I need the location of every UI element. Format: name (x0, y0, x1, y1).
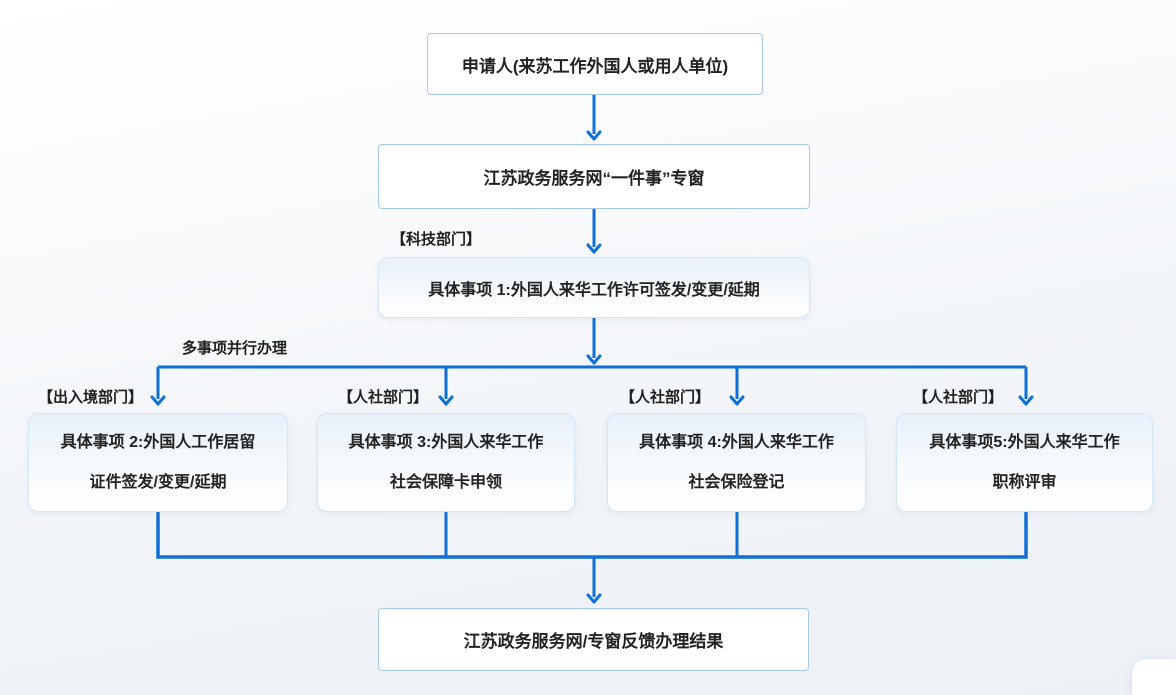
dept-label-immigration: 【出入境部门】 (38, 389, 144, 406)
node-item1: 具体事项 1:外国人来华工作许可签发/变更/延期 (378, 257, 810, 318)
node-portal-label: 江苏政务服务网“一件事”专窗 (483, 169, 705, 188)
node-result-label: 江苏政务服务网/专窗反馈办理结果 (463, 632, 724, 651)
dept-label-tech: 【科技部门】 (391, 231, 482, 248)
node-item5-line1: 具体事项5:外国人来华工作 (929, 433, 1120, 451)
node-item3-line1: 具体事项 3:外国人来华工作 (348, 433, 544, 451)
node-portal: 江苏政务服务网“一件事”专窗 (378, 144, 810, 209)
dept-label-hr-2: 【人社部门】 (620, 389, 711, 406)
branch-bus-bottom (156, 512, 1028, 559)
corner-floating-widget[interactable] (1132, 659, 1176, 695)
node-item4: 具体事项 4:外国人来华工作 社会保险登记 (607, 413, 866, 512)
dept-label-hr-3: 【人社部门】 (913, 389, 1004, 406)
node-item4-line1: 具体事项 4:外国人来华工作 (639, 433, 834, 451)
node-applicant-label: 申请人(来苏工作外国人或用人单位) (461, 56, 729, 76)
node-item4-line2: 社会保险登记 (688, 473, 785, 491)
node-item5: 具体事项5:外国人来华工作 职称评审 (896, 413, 1153, 512)
node-applicant: 申请人(来苏工作外国人或用人单位) (427, 33, 763, 95)
node-item1-label: 具体事项 1:外国人来华工作许可签发/变更/延期 (428, 281, 760, 299)
node-item3: 具体事项 3:外国人来华工作 社会保障卡申领 (317, 413, 575, 512)
node-item3-line2: 社会保障卡申领 (389, 473, 502, 491)
node-item5-line2: 职称评审 (992, 473, 1057, 491)
dept-label-hr-1: 【人社部门】 (338, 389, 429, 406)
node-item2-line1: 具体事项 2:外国人工作居留 (60, 433, 256, 451)
node-item2: 具体事项 2:外国人工作居留 证件签发/变更/延期 (28, 413, 288, 512)
node-item2-line2: 证件签发/变更/延期 (89, 473, 227, 491)
node-result: 江苏政务服务网/专窗反馈办理结果 (378, 608, 809, 671)
parallel-label: 多事项并行办理 (182, 340, 288, 357)
